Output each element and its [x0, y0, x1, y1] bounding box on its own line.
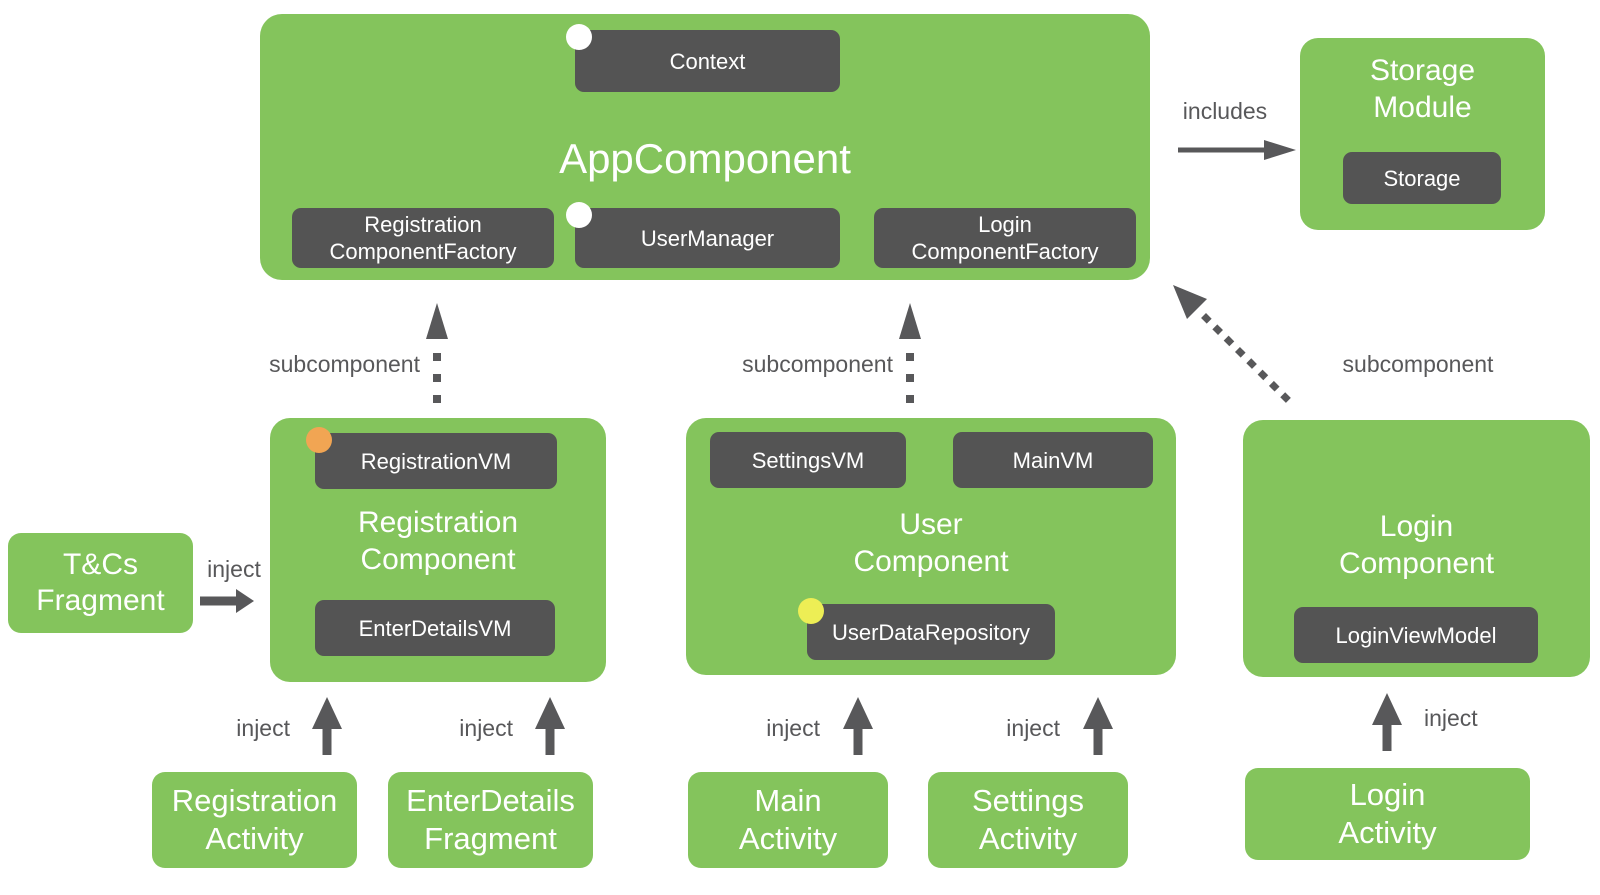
subcomponent-arrow-login — [1173, 285, 1295, 407]
subcomponent-label-user: subcomponent — [742, 351, 893, 377]
user-manager-label: UserManager — [640, 225, 775, 251]
login-component-factory-chip: Login ComponentFactory — [874, 208, 1136, 268]
login-component-node: Login Component LoginViewModel — [1243, 420, 1590, 677]
singleton-scope-dot — [566, 24, 592, 50]
singleton-scope-dot — [566, 202, 592, 228]
inject-arrow-registration-activity — [312, 697, 342, 755]
app-component-title: AppComponent — [559, 135, 851, 182]
app-component-node: Context AppComponent Registration Compon… — [260, 14, 1150, 280]
inject-arrow-main-activity — [843, 697, 873, 755]
user-manager-chip: UserManager — [566, 202, 840, 268]
subcomponent-arrow-user — [899, 303, 921, 403]
registration-activity-node: Registration Activity — [152, 772, 357, 868]
user-component-title: User Component — [853, 508, 1009, 578]
inject-label-enter-details-fragment: inject — [459, 715, 513, 741]
storage-chip: Storage — [1343, 152, 1501, 204]
registration-component-node: RegistrationVM Registration Component En… — [270, 418, 606, 682]
tcs-fragment-node: T&Cs Fragment — [8, 533, 193, 633]
main-vm-chip: MainVM — [953, 432, 1153, 488]
login-activity-node: Login Activity — [1245, 768, 1530, 860]
inject-label-login-activity: inject — [1424, 705, 1478, 731]
registration-component-factory-chip: Registration ComponentFactory — [292, 208, 554, 268]
registration-component-title: Registration Component — [357, 506, 519, 576]
subcomponent-label-registration: subcomponent — [269, 351, 420, 377]
settings-vm-chip: SettingsVM — [710, 432, 906, 488]
user-data-repository-chip: UserDataRepository — [798, 598, 1055, 660]
login-component-title: Login Component — [1338, 510, 1495, 580]
enter-details-vm-chip: EnterDetailsVM — [315, 600, 555, 656]
enter-details-fragment-node: EnterDetails Fragment — [388, 772, 593, 868]
registration-vm-label: RegistrationVM — [360, 448, 512, 474]
registration-scope-dot — [306, 427, 332, 453]
login-view-model-chip: LoginViewModel — [1294, 607, 1538, 663]
inject-label-settings-activity: inject — [1006, 715, 1060, 741]
subcomponent-arrow-registration — [426, 303, 448, 403]
registration-vm-chip: RegistrationVM — [306, 427, 557, 489]
inject-label-tcs: inject — [207, 556, 261, 582]
inject-label-registration-activity: inject — [236, 715, 290, 741]
inject-label-main-activity: inject — [766, 715, 820, 741]
inject-arrow-tcs — [200, 589, 254, 613]
includes-label: includes — [1182, 98, 1268, 124]
subcomponent-label-login: subcomponent — [1342, 351, 1494, 377]
inject-arrow-login-activity — [1372, 693, 1402, 751]
user-scope-dot — [798, 598, 824, 624]
context-label: Context — [669, 48, 746, 74]
includes-arrow — [1178, 140, 1296, 160]
inject-arrow-enter-details-fragment — [535, 697, 565, 755]
context-chip: Context — [566, 24, 840, 92]
storage-module-node: Storage Module Storage — [1300, 38, 1545, 230]
user-data-repository-label: UserDataRepository — [831, 619, 1031, 645]
settings-activity-node: Settings Activity — [928, 772, 1128, 868]
main-activity-node: Main Activity — [688, 772, 888, 868]
storage-module-title: Storage Module — [1369, 54, 1476, 124]
inject-arrow-settings-activity — [1083, 697, 1113, 755]
user-component-node: SettingsVM MainVM User Component UserDat… — [686, 418, 1176, 675]
